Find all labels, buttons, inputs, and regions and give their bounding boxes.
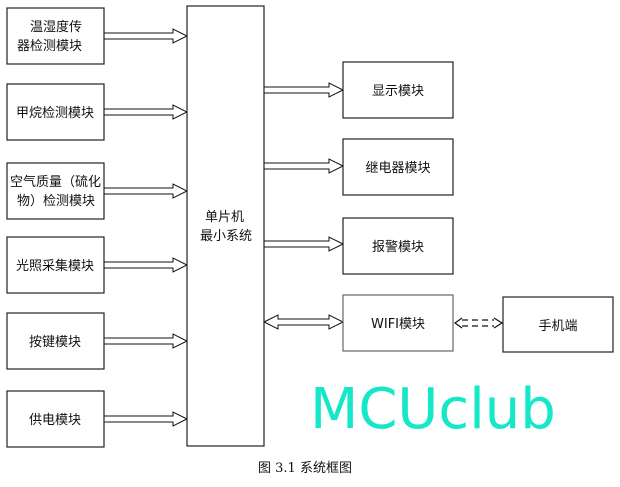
module-label: 继电器模块 [365,161,430,176]
mcu-minimum-system: 单片机 最小系统 [186,5,265,447]
input-arrow [103,183,189,199]
input-module-button: 按键模块 [6,312,105,370]
input-module-temp-humidity: 温湿度传 器检测模块 [6,7,105,65]
watermark: MCUclub [310,377,556,442]
wireless-link-arrow [453,317,504,329]
module-label: 供电模块 [29,413,81,428]
module-label: 甲烷检测模块 [16,106,94,121]
module-label: 空气质量（硫化 [10,174,101,190]
mcu-label: 最小系统 [200,229,252,244]
input-arrow [103,257,189,273]
module-label: 器检测模块 [17,39,82,54]
input-arrow [103,28,189,44]
wifi-module: WIFI模块 [342,294,454,352]
wifi-bidirectional-arrow [262,314,345,330]
module-label: 显示模块 [372,84,424,99]
input-arrow [103,104,189,120]
figure-caption: 图 3.1 系统框图 [258,461,352,476]
module-label: 手机端 [538,319,577,334]
input-module-air-quality: 空气质量（硫化 物）检测模块 [6,162,105,220]
module-label: 物）检测模块 [17,194,95,209]
mcu-label: 单片机 [205,210,244,225]
module-label: 按键模块 [29,335,81,350]
output-module-display: 显示模块 [342,61,454,119]
output-module-alarm: 报警模块 [342,217,454,275]
input-module-methane: 甲烷检测模块 [6,83,105,141]
module-label: 报警模块 [372,239,424,255]
output-module-relay: 继电器模块 [342,138,454,196]
input-arrow [103,411,189,427]
input-module-light: 光照采集模块 [6,236,105,294]
output-arrow [263,82,345,98]
module-label: 温湿度传 [30,19,82,35]
module-label: WIFI模块 [371,317,425,332]
module-label: 光照采集模块 [16,258,94,274]
output-arrow [263,236,345,252]
phone-terminal: 手机端 [502,296,614,353]
output-arrow [263,158,345,174]
input-arrow [103,333,189,349]
input-module-power: 供电模块 [6,390,105,448]
